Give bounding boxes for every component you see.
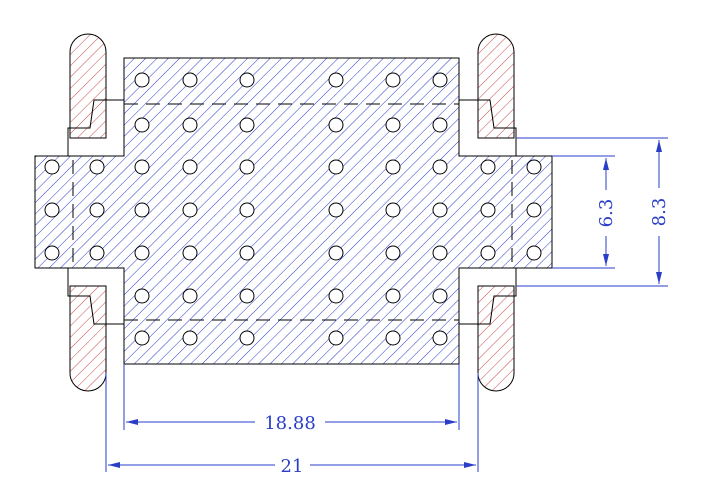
component-body: [34, 57, 553, 365]
via-hole: [44, 202, 60, 218]
via-hole: [239, 72, 255, 88]
via-hole: [134, 202, 150, 218]
via-hole: [239, 202, 255, 218]
via-hole: [328, 72, 344, 88]
via-hole: [182, 72, 198, 88]
via-hole: [385, 245, 401, 261]
via-hole: [526, 245, 542, 261]
via-hole: [89, 202, 105, 218]
via-hole: [480, 202, 496, 218]
via-hole: [134, 245, 150, 261]
via-hole: [385, 159, 401, 175]
via-hole: [432, 245, 448, 261]
notch-lines: [67, 99, 517, 325]
via-hole: [432, 117, 448, 133]
dashed-lines: [72, 103, 513, 321]
via-hole: [89, 159, 105, 175]
via-hole: [385, 288, 401, 304]
via-hole: [526, 159, 542, 175]
via-hole: [328, 288, 344, 304]
via-hole: [239, 159, 255, 175]
terminal-pads: [69, 33, 515, 392]
dim-label-center-height: 6.3: [596, 199, 617, 228]
via-hole: [432, 288, 448, 304]
pad-top-left: [69, 33, 107, 139]
pad-bottom-right: [477, 285, 515, 392]
via-hole: [526, 202, 542, 218]
via-hole: [328, 202, 344, 218]
via-hole: [134, 330, 150, 346]
via-hole: [432, 330, 448, 346]
pad-top-right: [477, 33, 515, 139]
via-hole: [44, 159, 60, 175]
via-hole: [328, 159, 344, 175]
via-hole: [385, 202, 401, 218]
via-hole: [432, 202, 448, 218]
dim-label-inner-width: 18.88: [264, 413, 316, 434]
via-hole: [239, 117, 255, 133]
via-hole: [134, 117, 150, 133]
pad-bottom-left: [69, 285, 107, 392]
via-grid: [44, 72, 542, 346]
via-hole: [182, 202, 198, 218]
via-hole: [328, 245, 344, 261]
via-hole: [182, 159, 198, 175]
via-hole: [134, 72, 150, 88]
via-hole: [44, 245, 60, 261]
via-hole: [328, 330, 344, 346]
dim-label-pad-span-height: 8.3: [649, 198, 670, 227]
via-hole: [182, 117, 198, 133]
dimension-inner-width: 18.88: [123, 364, 460, 434]
via-hole: [182, 245, 198, 261]
via-hole: [134, 159, 150, 175]
dimension-center-height: 6.3: [552, 155, 617, 269]
via-hole: [480, 159, 496, 175]
via-hole: [328, 117, 344, 133]
via-hole: [239, 330, 255, 346]
via-hole: [239, 245, 255, 261]
via-hole: [385, 330, 401, 346]
via-hole: [385, 72, 401, 88]
via-hole: [239, 288, 255, 304]
via-hole: [134, 288, 150, 304]
via-hole: [89, 245, 105, 261]
via-hole: [182, 330, 198, 346]
via-hole: [385, 117, 401, 133]
via-hole: [432, 159, 448, 175]
via-hole: [182, 288, 198, 304]
via-hole: [432, 72, 448, 88]
dimension-pad-span-height: 8.3: [516, 137, 670, 287]
via-hole: [480, 245, 496, 261]
dim-label-outer-width: 21: [281, 456, 304, 477]
dimension-outer-width: 21: [105, 373, 479, 477]
